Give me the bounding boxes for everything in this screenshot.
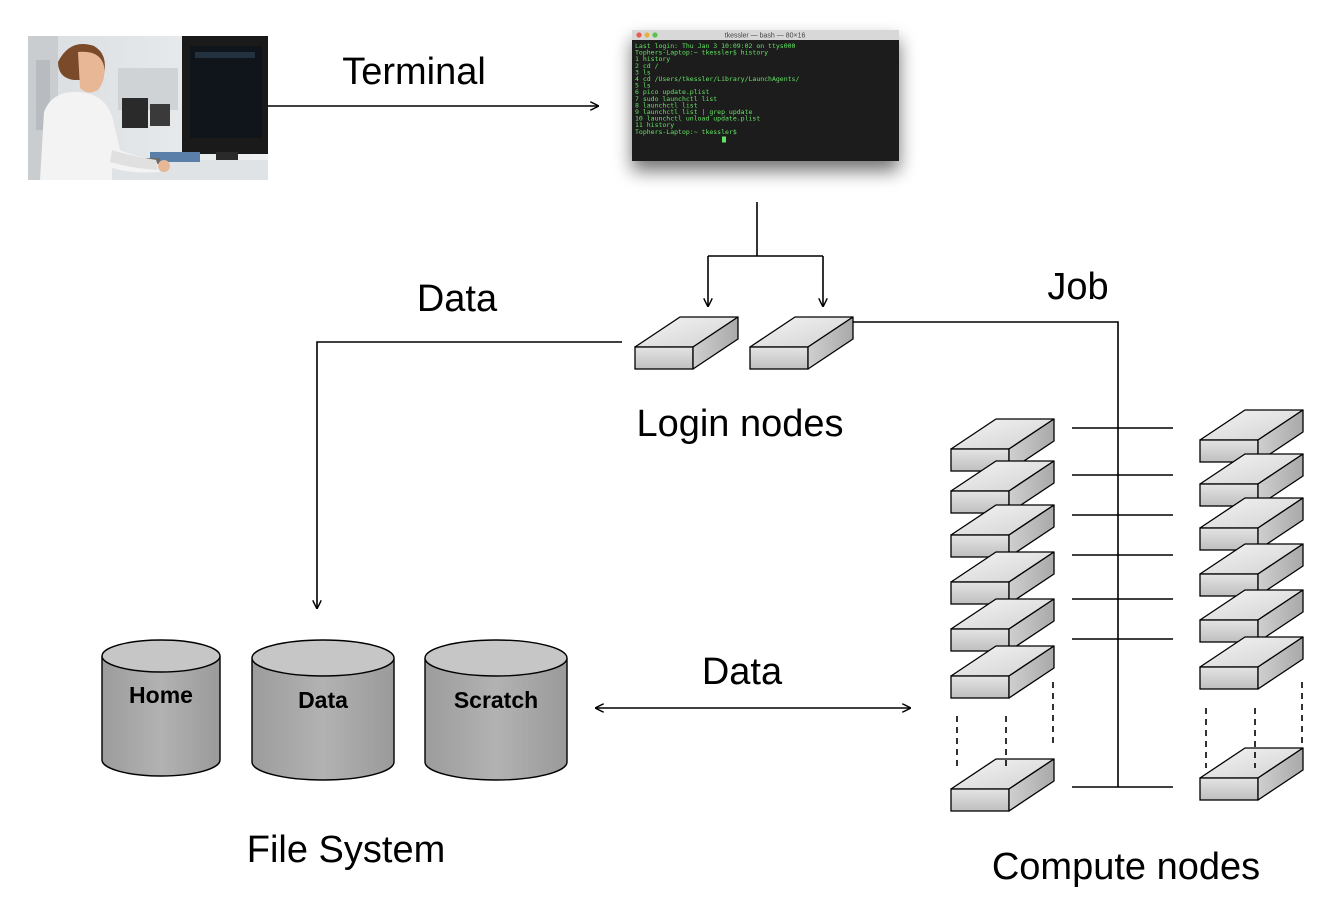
compute-nodes-right-column xyxy=(1199,409,1304,801)
terminal-line: 10 launchctl unload update.plist xyxy=(635,115,760,123)
user-photo xyxy=(28,36,268,180)
terminal-line: 11 history xyxy=(635,121,674,129)
terminal-to-login-connector xyxy=(708,202,823,306)
terminal-lines: Last login: Thu Jan 3 10:09:02 on ttys00… xyxy=(635,42,799,143)
terminal-line: Tophers-Laptop:~ tkessler$ xyxy=(635,128,737,136)
terminal-window: tkessler — bash — 80×16 Last login: Thu … xyxy=(632,30,899,161)
job-connector xyxy=(853,321,1119,787)
terminal-line: 3 ls xyxy=(635,68,651,76)
job-label: Job xyxy=(1047,266,1108,308)
terminal-line: 1 history xyxy=(635,55,670,63)
login-nodes-group xyxy=(634,316,854,370)
close-dot-icon xyxy=(636,32,642,38)
terminal-line: 2 cd / xyxy=(635,62,659,70)
login-node xyxy=(634,316,739,370)
login-nodes-label: Login nodes xyxy=(636,403,843,445)
compute-node xyxy=(1199,747,1304,801)
terminal-line: 8 launchctl list xyxy=(635,101,698,109)
zoom-dot-icon xyxy=(652,32,658,38)
storage-label: Data xyxy=(298,687,348,713)
storage-label: Scratch xyxy=(454,687,538,713)
terminal-label: Terminal xyxy=(342,51,486,93)
compute-ellipsis xyxy=(956,682,1303,768)
terminal-line: Tophers-Laptop:~ tkessler$ history xyxy=(635,49,768,57)
compute-node xyxy=(950,645,1055,699)
compute-node xyxy=(1199,589,1304,643)
terminal-line: 4 cd /Users/tkessler/Library/LaunchAgent… xyxy=(635,75,799,83)
compute-nodes-left-column xyxy=(950,418,1055,812)
storage-cylinder: Data xyxy=(251,639,395,781)
terminal-line: 6 pico update.plist xyxy=(635,88,709,96)
compute-interconnect xyxy=(1072,427,1173,788)
data-label-compute: Data xyxy=(702,651,783,693)
terminal-cursor xyxy=(722,136,726,143)
compute-nodes-label: Compute nodes xyxy=(992,846,1260,888)
compute-node xyxy=(950,504,1055,558)
compute-node xyxy=(1199,543,1304,597)
login-node xyxy=(749,316,854,370)
terminal-line: 9 launchctl list | grep update xyxy=(635,108,752,116)
data-label-login: Data xyxy=(417,278,498,320)
minimize-dot-icon xyxy=(644,32,650,38)
compute-node xyxy=(1199,636,1304,690)
terminal-line: Last login: Thu Jan 3 10:09:02 on ttys00… xyxy=(635,42,796,50)
file-system-storage: Home Data Scratch xyxy=(101,639,568,781)
terminal-line: 7 sudo launchctl list xyxy=(635,95,717,103)
compute-node xyxy=(950,598,1055,652)
terminal-line: 5 ls xyxy=(635,82,651,90)
file-system-label: File System xyxy=(247,829,445,871)
storage-cylinder: Home xyxy=(101,639,221,777)
storage-cylinder: Scratch xyxy=(424,639,568,781)
storage-label: Home xyxy=(129,682,193,708)
compute-node xyxy=(950,551,1055,605)
terminal-title: tkessler — bash — 80×16 xyxy=(725,33,806,40)
compute-node xyxy=(950,758,1055,812)
login-to-filesystem-connector xyxy=(317,341,622,608)
